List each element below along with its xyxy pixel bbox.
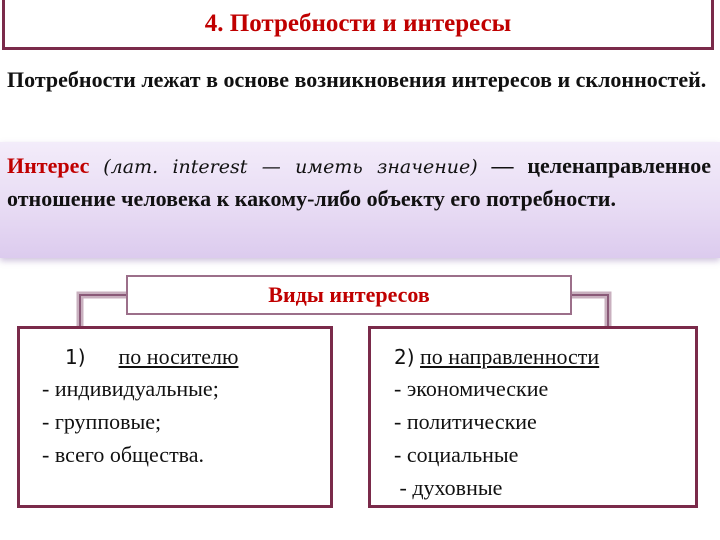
definition-body: целенаправленное отношение человека к ка… (7, 153, 711, 211)
kind-item: - групповые; (42, 409, 162, 434)
intro-text: Потребности лежат в основе возникновения… (7, 67, 707, 92)
definition-term: Интерес (7, 153, 90, 178)
kind-item: - социальные (394, 442, 519, 467)
connector-right (572, 291, 612, 328)
connector-left-inner (79, 294, 126, 328)
kinds-title: Виды интересов (268, 282, 430, 307)
definition-etymology: (лат. interest — иметь значение) (103, 156, 478, 178)
kind-number: 2) (394, 345, 415, 369)
kind-heading-direction: 2) по направленности (394, 341, 599, 373)
kind-item: - всего общества. (42, 442, 205, 467)
kind-category: по направленности (420, 344, 600, 369)
kind-box-direction: 2) по направленности - экономические - п… (368, 326, 698, 508)
kind-item: - экономические (394, 376, 549, 401)
kind-heading-carrier: 1) по носителю (65, 341, 238, 373)
kind-number: 1) (65, 345, 86, 369)
slide-title-text: 4. Потребности и интересы (204, 9, 512, 37)
definition-dash: — (491, 153, 514, 178)
connector-right-inner (572, 294, 609, 328)
definition-text: Интерес (лат. interest — иметь значение)… (7, 150, 711, 215)
kind-item: - политические (394, 409, 537, 434)
definition-panel (0, 142, 720, 258)
kind-category: по носителю (118, 344, 239, 369)
kind-item: - индивидуальные; (42, 376, 219, 401)
kind-item: - духовные (394, 475, 503, 500)
connector-left (76, 291, 126, 328)
slide-title: 4. Потребности и интересы (2, 0, 714, 50)
kind-box-carrier: 1) по носителю - индивидуальные; - групп… (17, 326, 333, 508)
kinds-header: Виды интересов (126, 275, 572, 315)
